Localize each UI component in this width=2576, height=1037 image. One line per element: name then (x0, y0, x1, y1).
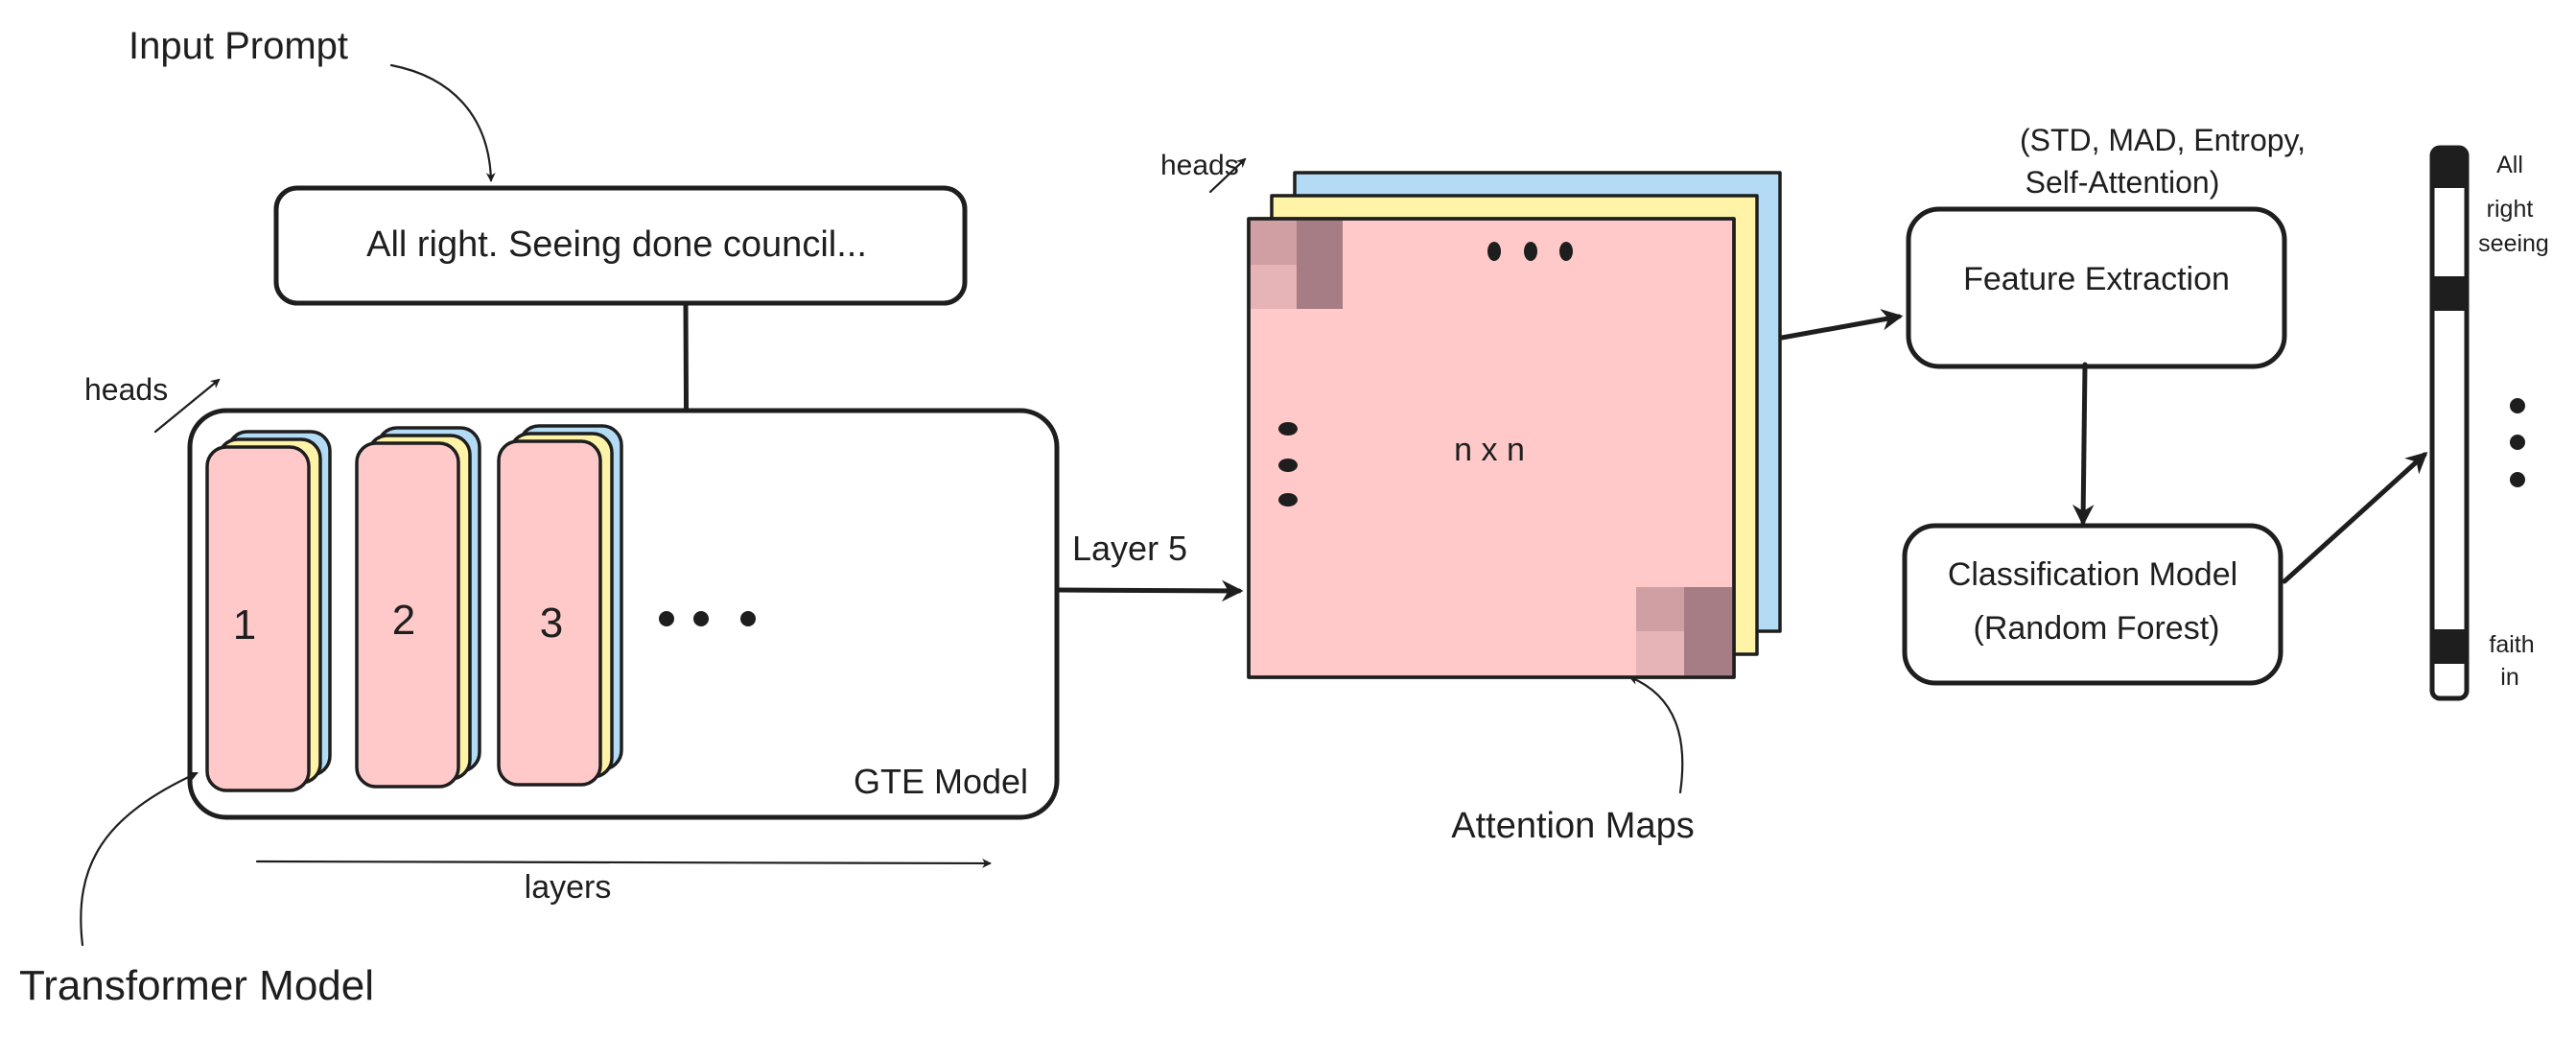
gte-model-label: GTE Model (854, 762, 1029, 801)
layer-1-label: 1 (232, 601, 257, 648)
maps-to-features-arrow (1779, 309, 1904, 341)
heads-label-left: heads (84, 372, 169, 407)
prompt-box (273, 185, 968, 306)
token-word-faith: faith (2489, 631, 2535, 658)
classification-box (1902, 523, 2283, 686)
matrix-size-label: n x n (1454, 432, 1525, 468)
input-prompt-arrow (389, 63, 496, 182)
attention-map-stack (1247, 171, 1782, 679)
layer-3-stack (497, 424, 623, 787)
layer5-label: Layer 5 (1072, 529, 1188, 568)
attention-map-ellipsis-v (1278, 422, 1298, 507)
token-bar (2429, 145, 2470, 701)
features-to-classification-arrow (2072, 362, 2095, 527)
layer-3-card (497, 439, 602, 787)
token-word-in: in (2500, 664, 2519, 691)
token-word-0: All (2496, 152, 2523, 178)
attention-map-ellipsis-h (1487, 242, 1573, 261)
transformer-model-label: Transformer Model (19, 962, 375, 1009)
classification-to-output-arrow (2282, 451, 2428, 584)
layers-axis-arrow (255, 859, 992, 868)
classification-label-line2: (Random Forest) (1973, 610, 2220, 647)
classification-label-line1: Classification Model (1947, 556, 2238, 593)
layer-2-label: 2 (391, 597, 416, 644)
layer-1-stack (205, 430, 332, 792)
prompt-box-text: All right. Seeing done council... (366, 224, 867, 265)
heads-label-right: heads (1160, 150, 1239, 181)
layer5-arrow (1056, 579, 1244, 602)
feature-extraction-box (1906, 206, 2287, 369)
layers-ellipsis (659, 611, 756, 626)
heads-right-arrow (1208, 157, 1247, 194)
heads-left-arrow (153, 378, 221, 434)
layer-3-label: 3 (539, 600, 564, 647)
layer-2-stack (355, 426, 481, 789)
features-label-line1: (STD, MAD, Entropy, (2019, 123, 2307, 157)
layer-2-card (355, 441, 460, 789)
token-word-2: seeing (2478, 230, 2549, 257)
token-ellipsis (2510, 398, 2525, 487)
attention-maps-label: Attention Maps (1451, 806, 1695, 846)
input-prompt-label: Input Prompt (129, 25, 349, 67)
layer-1-card (205, 445, 311, 792)
layers-axis-label: layers (524, 869, 612, 906)
transformer-model-arrow (80, 771, 199, 947)
feature-extraction-label: Feature Extraction (1963, 261, 2230, 297)
features-label-line2: Self-Attention) (2025, 165, 2220, 200)
attention-maps-arrow (1628, 675, 1684, 794)
token-word-1: right (2486, 196, 2534, 223)
